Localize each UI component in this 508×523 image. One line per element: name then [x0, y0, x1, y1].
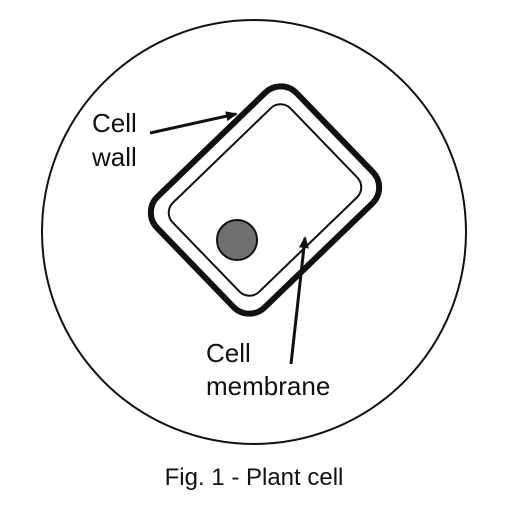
microscope-field-circle	[41, 19, 467, 445]
cell-membrane-label-line2: membrane	[206, 371, 331, 401]
cell-membrane-pointer-arrow	[289, 236, 309, 365]
nucleus	[216, 219, 258, 261]
cell-wall-label-line1: Cell	[92, 108, 137, 138]
figure-caption: Fig. 1 - Plant cell	[164, 464, 344, 491]
cell-wall-shape	[147, 83, 383, 317]
cell-wall-label-line2: wall	[92, 142, 137, 172]
cell-wall-pointer-arrow	[149, 111, 238, 135]
cell-membrane-label-line1: Cell	[206, 338, 251, 368]
cell-membrane-shape	[167, 103, 363, 297]
